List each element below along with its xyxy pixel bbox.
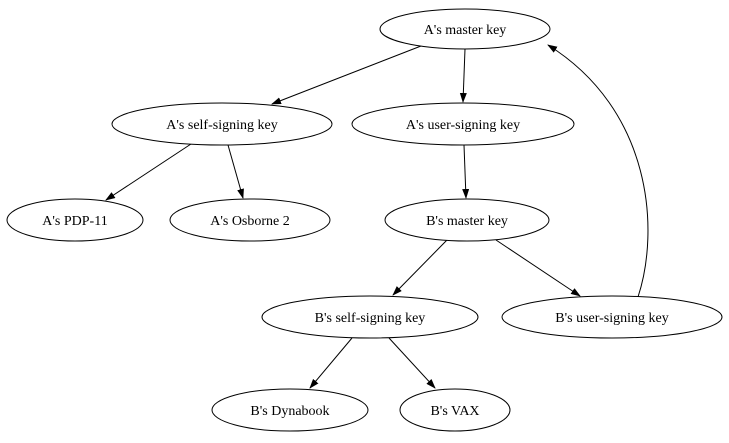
node-a-user-signing-key: A's user-signing key [351, 102, 575, 146]
edge-b-master-key--b-self-signing-key [392, 239, 448, 296]
node-label-b-dynabook: B's Dynabook [250, 404, 329, 419]
node-label-a-self-signing-key: A's self-signing key [166, 118, 277, 133]
node-label-b-vax: B's VAX [430, 404, 479, 419]
node-b-dynabook: B's Dynabook [211, 388, 369, 432]
edge-a-user-signing-key--b-master-key [462, 144, 470, 199]
node-label-b-user-signing-key: B's user-signing key [555, 311, 668, 326]
edge-b-master-key--b-user-signing-key [495, 239, 581, 297]
node-ellipse-a-pdp-11 [6, 198, 144, 242]
node-a-master-key: A's master key [379, 8, 551, 50]
node-ellipse-b-master-key [384, 198, 550, 242]
node-ellipse-b-user-signing-key [501, 295, 723, 339]
node-label-a-pdp-11: A's PDP-11 [42, 214, 107, 229]
node-a-pdp-11: A's PDP-11 [6, 198, 144, 242]
node-ellipse-a-osborne-2 [169, 198, 331, 242]
node-ellipse-a-self-signing-key [111, 102, 333, 146]
node-ellipse-b-self-signing-key [261, 295, 479, 339]
edge-a-master-key--a-self-signing-key [271, 45, 422, 105]
node-ellipse-b-vax [399, 388, 511, 432]
edge-a-self-signing-key--a-pdp-11 [105, 143, 192, 201]
node-label-a-osborne-2: A's Osborne 2 [210, 214, 290, 229]
node-label-b-self-signing-key: B's self-signing key [315, 311, 426, 326]
node-label-a-user-signing-key: A's user-signing key [406, 118, 520, 133]
node-label-b-master-key: B's master key [426, 214, 508, 229]
edge-b-self-signing-key--b-dynabook [309, 337, 353, 389]
node-ellipse-a-master-key [379, 8, 551, 50]
edge-b-user-signing-key--a-master-key [547, 44, 649, 298]
node-a-self-signing-key: A's self-signing key [111, 102, 333, 146]
edges-layer [105, 44, 649, 389]
node-b-master-key: B's master key [384, 198, 550, 242]
node-ellipse-a-user-signing-key [351, 102, 575, 146]
node-a-osborne-2: A's Osborne 2 [169, 198, 331, 242]
edge-a-self-signing-key--a-osborne-2 [227, 144, 244, 199]
node-label-a-master-key: A's master key [424, 23, 507, 38]
edge-b-self-signing-key--b-vax [388, 337, 436, 389]
node-ellipse-b-dynabook [211, 388, 369, 432]
edge-a-master-key--a-user-signing-key [459, 48, 467, 103]
node-b-vax: B's VAX [399, 388, 511, 432]
node-b-user-signing-key: B's user-signing key [501, 295, 723, 339]
node-b-self-signing-key: B's self-signing key [261, 295, 479, 339]
